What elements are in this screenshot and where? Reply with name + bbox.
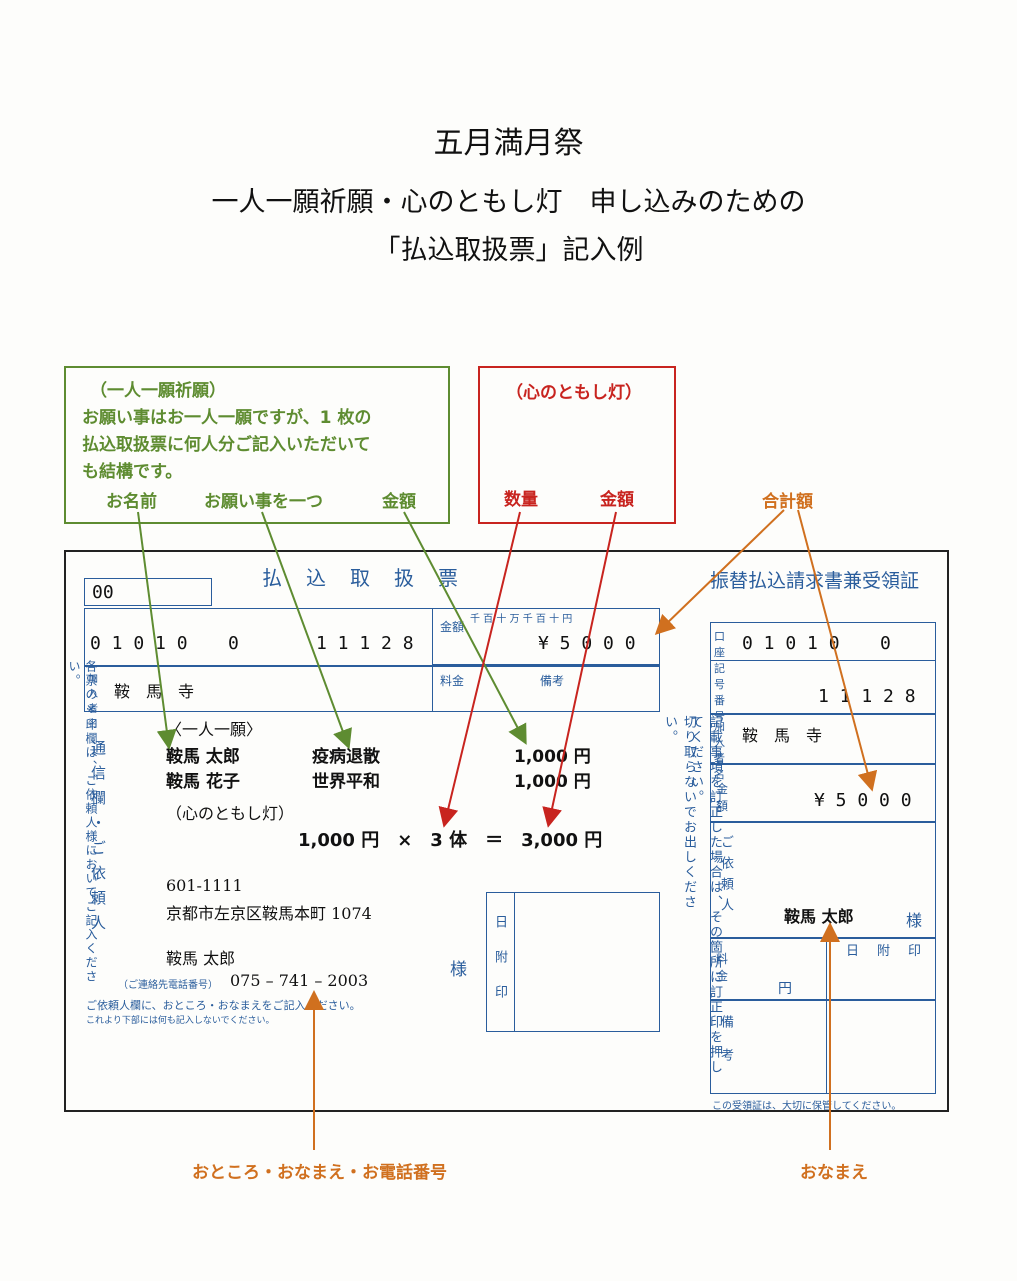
- place-units: 千 百 十 万 千 百 十 円: [470, 614, 573, 625]
- label-name-bottom: おなまえ: [800, 1163, 868, 1183]
- row1-name: 鞍馬 太郎: [166, 747, 240, 767]
- right-slip-title: 振替払込請求書兼受領証: [710, 570, 920, 592]
- tel-label: （ご連絡先電話番号）: [118, 980, 218, 991]
- arrow-wish: [261, 511, 352, 750]
- receipt-account-box: [710, 622, 936, 714]
- box-00-text: 00: [92, 582, 114, 603]
- amount-area: [432, 608, 660, 712]
- payment-slip: [64, 550, 949, 1112]
- receipt-requester-label: ご依頼人: [718, 835, 733, 919]
- account-left-sub: 0: [228, 633, 239, 654]
- arrow-lamp-amount: [542, 511, 617, 828]
- arrow-total-left: [654, 509, 785, 635]
- arrow-quantity: [438, 511, 521, 828]
- comm-label: 通信欄・ご依頼人: [89, 740, 107, 940]
- receipt-account-number: 1 1 1 2 8: [818, 686, 916, 707]
- postal-code: 601-1111: [166, 876, 243, 895]
- label-address: おところ・おなまえ・お電話番号: [192, 1163, 447, 1183]
- receipt-amount-label: 金額: [716, 782, 729, 813]
- address: 京都市左京区鞍馬本町 1074: [166, 904, 372, 923]
- lamp-heading-slip: （心のともし灯）: [166, 804, 295, 823]
- row2-amount: 1,000 円: [514, 772, 591, 792]
- receipt-fee-unit: 円: [778, 981, 792, 997]
- receipt-sama: 様: [906, 911, 923, 930]
- receipt-payee-box: [710, 714, 936, 764]
- wish-text-1: お願い事はお一人一願ですが、1 枚の: [82, 408, 372, 428]
- amount-label: 金額: [440, 620, 465, 634]
- receipt-payee: 鞍 馬 寺: [742, 726, 823, 745]
- arrow-name: [137, 511, 177, 750]
- left-slip-title: 払 込 取 扱 票: [262, 566, 460, 590]
- receipt-account-sub: 0: [880, 633, 891, 654]
- receipt-account: 0 1 0 1 0: [742, 633, 840, 654]
- row1-wish: 疫病退散: [312, 747, 380, 767]
- receipt-account-label: 口座記号番号: [714, 630, 725, 723]
- payee-label: 加入者名: [88, 674, 98, 730]
- wish-heading-slip: 〈一人一願〉: [166, 720, 263, 739]
- label-name: お名前: [106, 492, 157, 512]
- side-note: 各票の※印欄は、ご依頼人様においてご記入ください。: [67, 660, 98, 984]
- wish-explanation-box: [64, 366, 450, 524]
- receipt-note-box: [710, 1000, 936, 1094]
- receipt-requester: 鞍馬 太郎: [784, 907, 854, 926]
- lamp-explanation-box: [478, 366, 676, 524]
- row2-wish: 世界平和: [312, 772, 380, 792]
- row1-amount: 1,000 円: [514, 747, 591, 767]
- receipt-amount-box: [710, 764, 936, 822]
- receipt-amount: ¥ 5 0 0 0: [814, 790, 912, 811]
- label-total: 合計額: [762, 492, 813, 512]
- arrow-wish-amount: [403, 511, 527, 745]
- sama-left: 様: [450, 960, 467, 980]
- date-stamp-label: 日附印: [492, 915, 507, 1020]
- label-wish: お願い事を一つ: [204, 492, 323, 512]
- receipt-note-label: 備考: [718, 1015, 733, 1081]
- sender-name: 鞍馬 太郎: [166, 949, 236, 968]
- footer-note-1: ご依頼人欄に、おところ・おなまえをご記入ください。: [86, 999, 361, 1012]
- receipt-date-stamp: 日附印: [846, 944, 940, 959]
- lamp-heading: （心のともし灯）: [506, 383, 642, 403]
- row2-name: 鞍馬 花子: [166, 772, 240, 792]
- account-number: 1 1 1 2 8: [316, 633, 414, 654]
- lamp-calculation: 1,000 円 × 3 体 ＝ 3,000 円: [298, 830, 603, 851]
- fee-label: 料金: [440, 674, 465, 688]
- receipt-payee-label: 加入者名: [714, 720, 725, 781]
- label-lamp-amount: 金額: [600, 490, 634, 510]
- payee-name: 鞍 馬 寺: [114, 682, 195, 701]
- page-subtitle-2: 「払込取扱票」記入例: [373, 235, 644, 266]
- wish-heading: （一人一願祈願）: [90, 381, 226, 401]
- date-stamp-box: [486, 892, 660, 1032]
- note-label: 備考: [540, 674, 565, 688]
- wish-text-2: 払込取扱票に何人分ご記入いただいて: [82, 435, 371, 455]
- arrow-total-right: [797, 509, 878, 792]
- receipt-fee-label: 料金: [716, 952, 729, 983]
- footer-note-2: これより下部には何も記入しないでください。: [86, 1016, 275, 1026]
- box-00: [84, 578, 212, 606]
- tel-number: 075 – 741 – 2003: [230, 971, 369, 990]
- label-quantity: 数量: [504, 490, 538, 510]
- account-left: 0 1 0 1 0: [90, 633, 188, 654]
- page-title: 五月満月祭: [433, 126, 584, 161]
- cut-note: 切り取らないでお出しください。: [662, 715, 696, 910]
- label-wish-amount: 金額: [382, 492, 416, 512]
- receipt-footer: この受領証は、大切に保管してください。: [712, 1101, 902, 1112]
- wish-text-3: も結構です。: [82, 462, 183, 482]
- page-subtitle: 一人一願祈願・心のともし灯 申し込みのための: [211, 187, 806, 218]
